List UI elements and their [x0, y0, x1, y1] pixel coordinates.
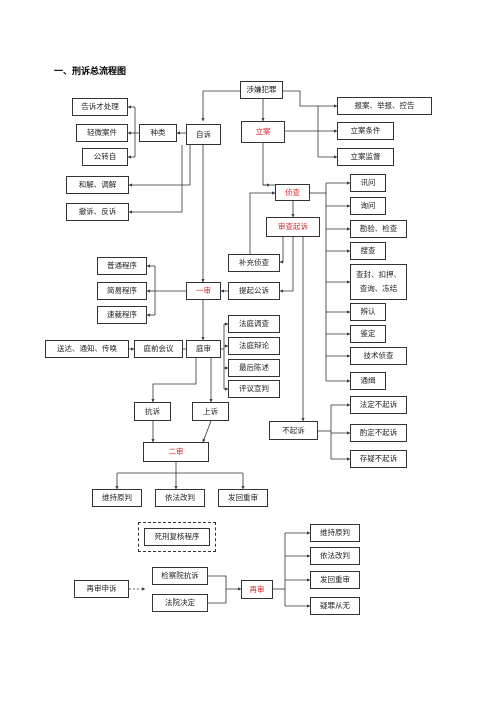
node-speedy: 速裁程序 [97, 306, 147, 324]
node-seal: 查封、扣押、查询、冻结 [350, 264, 407, 300]
node-supervision: 立案监督 [337, 148, 394, 166]
node-report: 报案、举报、控告 [337, 97, 432, 115]
node-death-review: 死刑复核程序 [144, 528, 210, 546]
node-second-trial: 二审 [143, 442, 209, 462]
node-file-case: 立案 [241, 121, 285, 143]
node-conditions: 立案条件 [337, 122, 394, 140]
node-petition: 再审申诉 [74, 580, 129, 598]
node-retrial-doubt: 疑罪从无 [310, 597, 360, 615]
node-private-prosecution: 自诉 [186, 124, 221, 145]
node-summary: 简易程序 [97, 282, 147, 300]
node-wanted: 通缉 [350, 372, 386, 390]
node-suspect: 涉嫌犯罪 [240, 81, 283, 99]
node-ordinary: 普通程序 [97, 257, 147, 275]
node-doubt-np: 存疑不起诉 [350, 450, 407, 468]
node-identify: 辨认 [350, 303, 386, 321]
node-first-trial: 一审 [186, 282, 221, 300]
node-complaint: 告诉才处理 [72, 98, 128, 116]
node-legal-np: 法定不起诉 [350, 396, 407, 414]
page-title: 一、刑诉总流程图 [54, 67, 127, 77]
node-inspect: 勘验、检查 [350, 220, 407, 238]
node-procuratorate-protest: 检察院抗诉 [152, 567, 208, 585]
node-retrial-amend: 依法改判 [310, 547, 360, 565]
node-discretionary-np: 酌定不起诉 [350, 424, 407, 442]
node-deliberate: 评议宣判 [228, 380, 280, 398]
node-tech: 技术侦查 [350, 347, 407, 365]
node-amend: 依法改判 [155, 489, 205, 507]
node-remand: 发回重审 [218, 489, 268, 507]
node-appraisal: 鉴定 [350, 325, 386, 343]
node-serve: 送达、通知、传唤 [45, 340, 129, 358]
node-court: 庭审 [186, 340, 221, 358]
node-retrial-uphold: 维持原判 [310, 524, 360, 542]
node-search: 搜查 [350, 242, 386, 260]
node-appeal: 上诉 [192, 402, 229, 421]
node-not-prosecute: 不起诉 [269, 421, 318, 440]
node-inquire: 询问 [350, 197, 386, 215]
node-minor: 轻微案件 [76, 124, 128, 142]
node-uphold: 维持原判 [92, 489, 142, 507]
node-pretrial: 庭前会议 [134, 340, 183, 358]
node-public-private: 公转自 [82, 148, 128, 166]
node-court-investigation: 法庭调查 [228, 315, 280, 333]
node-interrogate: 讯问 [350, 174, 386, 192]
node-retrial-remand: 发回重审 [310, 571, 360, 589]
node-withdraw: 撤诉、反诉 [66, 203, 129, 221]
node-supp-inv: 补充侦查 [228, 254, 280, 272]
node-retrial: 再审 [241, 580, 273, 599]
node-public-prosecution: 提起公诉 [228, 282, 280, 300]
node-final-statement: 最后陈述 [228, 359, 280, 377]
node-court-debate: 法庭辩论 [228, 337, 280, 355]
node-review: 审查起诉 [266, 217, 320, 237]
node-reconcile: 和解、调解 [66, 176, 129, 194]
node-investigation: 侦查 [275, 184, 310, 201]
node-kinds: 种类 [139, 124, 177, 142]
node-protest: 抗诉 [134, 402, 171, 421]
node-court-decision: 法院决定 [152, 594, 208, 612]
